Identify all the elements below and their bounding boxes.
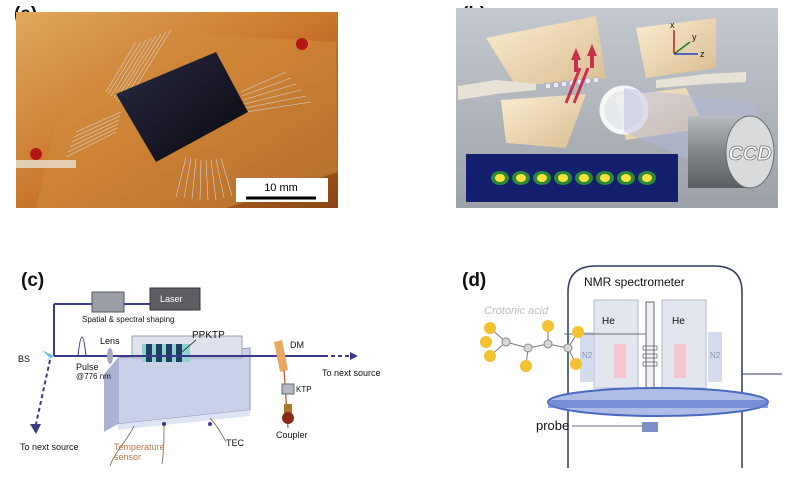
n2-label-left: N2	[582, 351, 593, 360]
laser-label: Laser	[160, 294, 183, 304]
next-source-label-down: To next source	[20, 442, 79, 452]
next-source-label-right: To next source	[322, 368, 381, 378]
chip-photo: 10 mm	[16, 12, 338, 208]
ion-spot	[558, 174, 568, 182]
axis-z-label: z	[700, 49, 705, 59]
panel-c-label: (c)	[21, 270, 45, 291]
ktp-crystal	[281, 383, 295, 395]
next-source-arrow-down	[30, 424, 41, 434]
coupler	[282, 404, 294, 424]
lens	[107, 348, 113, 364]
ktp-label: KTP	[296, 385, 312, 394]
he-label-left: He	[602, 316, 615, 327]
panel-d-diagram: NMR spectrometer He He N2 N2 probe Croto…	[476, 262, 786, 478]
axis-x-label: x	[670, 20, 675, 30]
ion-trap-render: x y z CCD	[456, 8, 778, 208]
photon-source-diagram: PPKTP To next source Spatial & spectral …	[18, 287, 381, 467]
scale-bar-label: 10 mm	[264, 182, 298, 194]
probe-label: probe	[536, 418, 569, 433]
shaping-box	[91, 291, 125, 313]
axes-icon: x y z	[670, 20, 705, 59]
dm-label: DM	[290, 340, 304, 350]
ccd-camera: CCD	[688, 115, 775, 189]
ccd-label: CCD	[728, 143, 771, 165]
laser-beams	[564, 67, 590, 104]
temperature-label: Temperature	[114, 442, 165, 452]
probe-block	[642, 422, 658, 432]
panel-b-render: x y z CCD	[456, 8, 778, 208]
nmr-diagram: NMR spectrometer He He N2 N2 probe Croto…	[480, 265, 782, 468]
he-label-right: He	[672, 316, 685, 327]
ion-spot	[495, 174, 505, 182]
bs-label: BS	[18, 354, 30, 364]
ion-spot	[642, 174, 652, 182]
panel-d-label: (d)	[462, 270, 487, 291]
molecule-label: Crotonic acid	[484, 305, 549, 317]
crotonic-acid-molecule	[480, 320, 584, 372]
n2-insert-left	[614, 344, 626, 378]
imaging-lens	[599, 85, 649, 135]
electrode-upper-right	[636, 18, 716, 78]
spectrometer-label: NMR spectrometer	[584, 275, 685, 289]
arrows-up	[571, 44, 597, 72]
ion-spots	[491, 171, 656, 185]
laser-box	[149, 287, 201, 311]
next-source-arrow-right	[350, 352, 358, 360]
panel-c-diagram: PPKTP To next source Spatial & spectral …	[14, 278, 384, 478]
ion-chain	[544, 76, 600, 90]
lens-label: Lens	[100, 336, 120, 346]
ion-spot	[579, 174, 589, 182]
axis-y-label: y	[692, 32, 697, 42]
shaping-label: Spatial & spectral shaping	[82, 315, 175, 324]
coupler-label: Coupler	[276, 430, 308, 440]
n2-label-right: N2	[710, 351, 721, 360]
ion-spot	[537, 174, 547, 182]
ion-spot	[621, 174, 631, 182]
ion-spot	[516, 174, 526, 182]
tec-label: TEC	[226, 438, 245, 448]
panel-a-photo: 10 mm	[16, 12, 338, 208]
sensor-label: sensor	[114, 452, 141, 462]
n2-insert-right	[674, 344, 686, 378]
wavelength-label: @776 nm	[76, 372, 111, 381]
beam-splitter	[42, 350, 54, 364]
pulse-label: Pulse	[76, 362, 99, 372]
ppktp-label: PPKTP	[192, 330, 225, 341]
ion-spot	[600, 174, 610, 182]
chip	[116, 52, 248, 162]
dichroic-mirror	[274, 340, 288, 372]
electrode-lower-left	[501, 94, 586, 148]
